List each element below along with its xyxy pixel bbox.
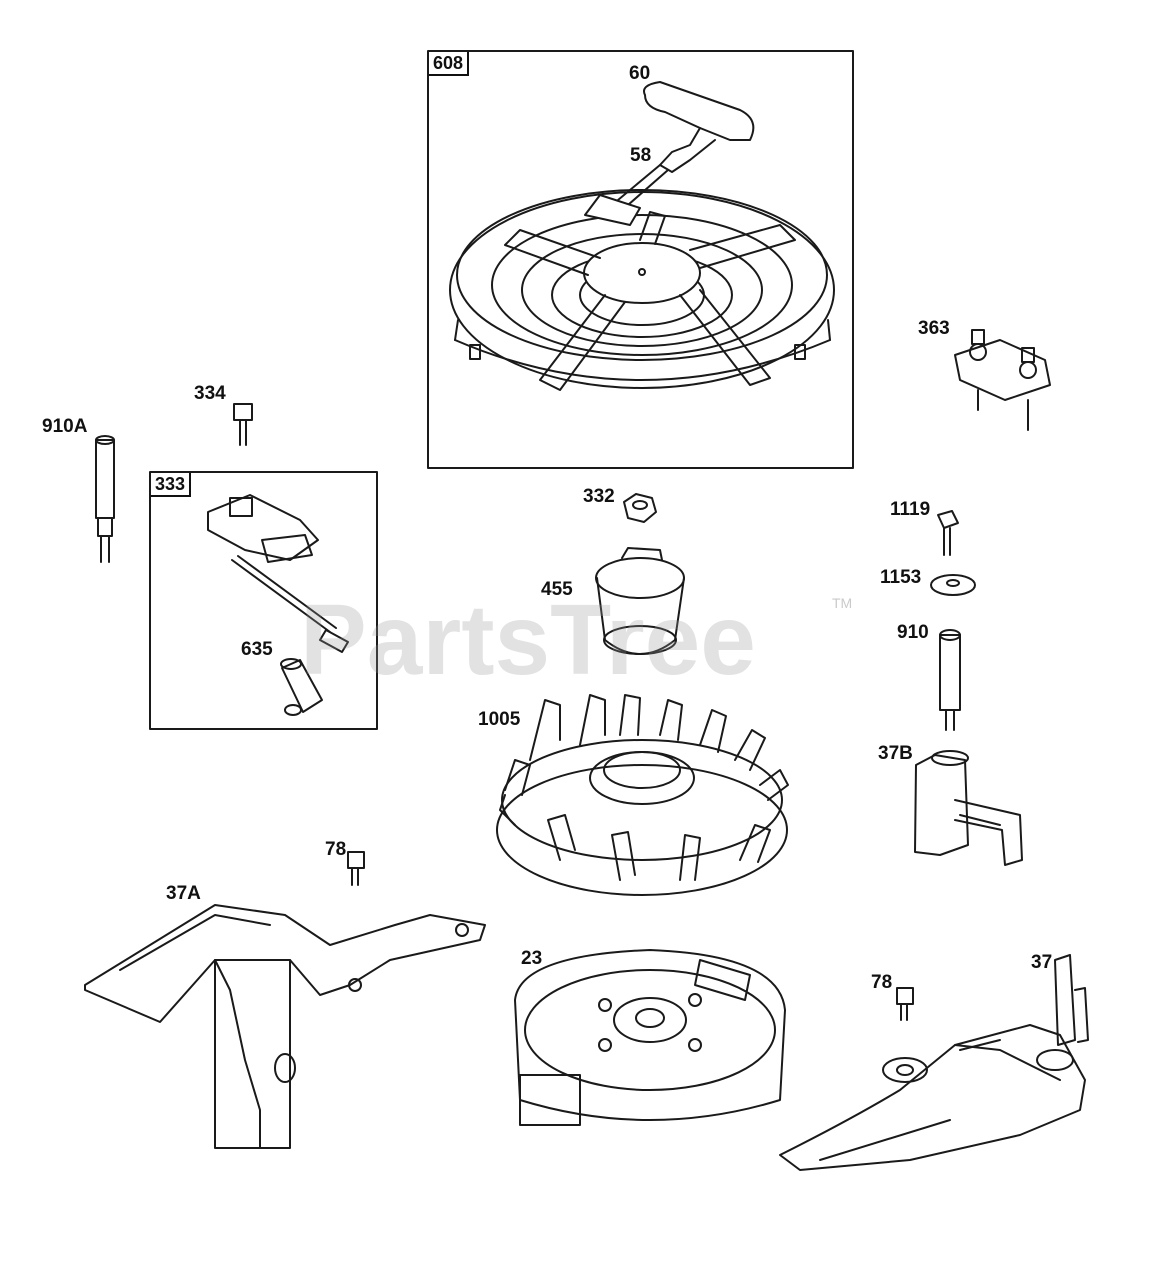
part-label-37B[interactable]: 37B bbox=[878, 743, 913, 764]
stud-910A bbox=[95, 435, 115, 563]
stud-910 bbox=[939, 629, 961, 731]
part-label-455[interactable]: 455 bbox=[541, 579, 573, 600]
flywheel-fan bbox=[496, 694, 789, 896]
trademark-symbol: TM bbox=[832, 595, 853, 611]
washer-1153 bbox=[930, 574, 976, 596]
cup-455 bbox=[595, 547, 685, 655]
part-label-58[interactable]: 58 bbox=[630, 145, 652, 166]
box-label-333[interactable]: 333 bbox=[151, 473, 192, 497]
ignition-armature bbox=[207, 494, 349, 653]
box-608-frame bbox=[427, 50, 854, 469]
spark-plug-boot bbox=[280, 658, 323, 716]
part-label-334[interactable]: 334 bbox=[194, 383, 226, 404]
bolt-78a bbox=[347, 851, 365, 886]
box-label-608[interactable]: 608 bbox=[429, 52, 470, 76]
part-label-1153[interactable]: 1153 bbox=[880, 567, 922, 588]
part-label-635[interactable]: 635 bbox=[241, 639, 273, 660]
part-label-23[interactable]: 23 bbox=[521, 948, 543, 969]
bolt-78b bbox=[896, 987, 914, 1021]
nut-332 bbox=[623, 493, 657, 523]
part-label-1005[interactable]: 1005 bbox=[478, 709, 521, 730]
bracket-363 bbox=[954, 329, 1051, 431]
part-label-78b[interactable]: 78 bbox=[871, 972, 893, 993]
air-guide-37A bbox=[84, 904, 486, 1149]
bolt-1119 bbox=[937, 510, 959, 556]
part-label-910[interactable]: 910 bbox=[897, 622, 929, 643]
recoil-starter-housing bbox=[449, 189, 835, 391]
bolt-334 bbox=[233, 403, 253, 446]
bracket-37B bbox=[914, 750, 1023, 866]
part-label-37A[interactable]: 37A bbox=[166, 883, 201, 904]
part-label-37[interactable]: 37 bbox=[1031, 952, 1053, 973]
air-guide-37 bbox=[779, 954, 1089, 1171]
part-label-78a[interactable]: 78 bbox=[325, 839, 347, 860]
box-333-frame bbox=[149, 471, 378, 730]
blower-housing-23 bbox=[514, 949, 786, 1126]
part-label-910A[interactable]: 910A bbox=[42, 416, 88, 437]
part-label-1119[interactable]: 1119 bbox=[890, 499, 931, 520]
part-label-60[interactable]: 60 bbox=[629, 63, 651, 84]
part-label-332[interactable]: 332 bbox=[583, 486, 615, 507]
partstree-watermark: PartsTree bbox=[300, 584, 756, 696]
part-label-363[interactable]: 363 bbox=[918, 318, 950, 339]
starter-handle bbox=[584, 81, 755, 226]
